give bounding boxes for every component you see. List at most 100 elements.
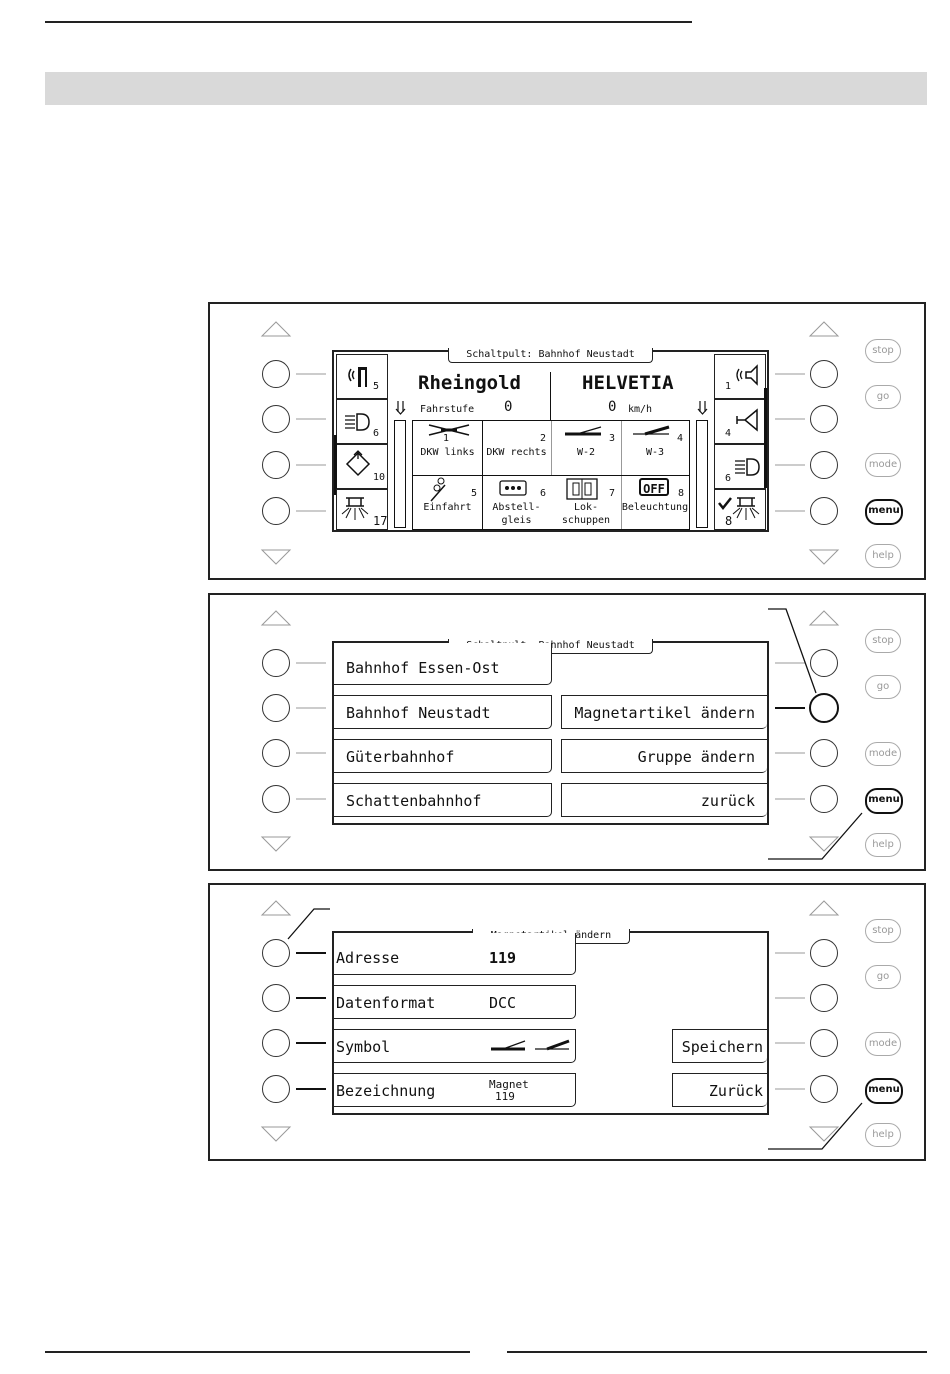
field-bezeichnung[interactable]: Bezeichnung Magnet 119 xyxy=(334,1073,576,1107)
switch-cell-7[interactable]: 7 Lok- schuppen xyxy=(551,475,621,529)
go-button[interactable]: go xyxy=(865,965,901,989)
softkey-right-4[interactable] xyxy=(810,785,838,813)
switch-cell-5[interactable]: 5 Einfahrt xyxy=(413,475,482,529)
softkey-left-1[interactable] xyxy=(262,939,290,967)
menu-item-bahnhof-neustadt[interactable]: Bahnhof Neustadt xyxy=(334,695,552,729)
switch-cell-1[interactable]: 1 DKW links xyxy=(413,421,482,475)
function-number: 1 xyxy=(725,381,732,392)
device-panel-2: stop go mode menu help Schaltpult: Bahnh… xyxy=(208,593,926,871)
field-value-line-1: Magnet xyxy=(489,1078,529,1091)
softkey-left-2[interactable] xyxy=(262,984,290,1012)
switch-cell-3[interactable]: 3 W-2 xyxy=(551,421,621,475)
help-button[interactable]: help xyxy=(865,544,901,568)
softkey-right-3[interactable] xyxy=(810,739,838,767)
signal-icon xyxy=(348,367,367,387)
softkey-right-1[interactable] xyxy=(810,649,838,677)
headlight-icon xyxy=(735,458,760,476)
softkey-right-2[interactable] xyxy=(810,984,838,1012)
softkey-left-3[interactable] xyxy=(262,739,290,767)
stop-button[interactable]: stop xyxy=(865,919,901,943)
softkey-right-2[interactable] xyxy=(810,405,838,433)
menu-button[interactable]: menu xyxy=(865,1078,903,1104)
switch-grid: 1 DKW links 2 DKW rechts 3 W-2 4 W-3 xyxy=(412,420,690,530)
softkey-right-3[interactable] xyxy=(810,451,838,479)
softkey-left-4[interactable] xyxy=(262,497,290,525)
function-button-left-2[interactable]: 6 xyxy=(336,399,388,444)
field-value-line-2: 119 xyxy=(495,1090,515,1103)
gruppe-aendern-button[interactable]: Gruppe ändern xyxy=(561,739,767,773)
function-number: 4 xyxy=(725,428,732,439)
function-number: 5 xyxy=(373,381,380,392)
softkey-left-2[interactable] xyxy=(262,405,290,433)
menu-button[interactable]: menu xyxy=(865,499,903,525)
zurueck-button[interactable]: Zurück xyxy=(672,1073,767,1107)
softkey-right-3[interactable] xyxy=(810,1029,838,1057)
function-number: 10 xyxy=(373,472,386,483)
off-badge: OFF xyxy=(639,478,669,496)
field-symbol[interactable]: Symbol xyxy=(334,1029,576,1063)
field-value: 119 xyxy=(489,949,517,967)
softkey-left-4[interactable] xyxy=(262,785,290,813)
switch-cell-4[interactable]: 4 W-3 xyxy=(621,421,689,475)
arrow-down-icon xyxy=(395,401,406,415)
softkey-left-3[interactable] xyxy=(262,451,290,479)
softkey-right-1[interactable] xyxy=(810,360,838,388)
magnetartikel-aendern-button[interactable]: Magnetartikel ändern xyxy=(561,695,767,729)
softkey-left-2[interactable] xyxy=(262,694,290,722)
function-number: 6 xyxy=(725,473,732,484)
function-button-left-3[interactable]: 10 xyxy=(334,435,388,495)
help-button[interactable]: help xyxy=(865,833,901,857)
menu-item-gueterbahnhof[interactable]: Güterbahnhof xyxy=(334,739,552,773)
function-button-right-2[interactable]: 4 xyxy=(714,399,766,444)
softkey-left-3[interactable] xyxy=(262,1029,290,1057)
section-heading-band xyxy=(45,72,927,105)
header-rule xyxy=(45,21,692,23)
field-adresse[interactable]: Adresse 119 xyxy=(334,933,576,975)
double-slip-switch-icon xyxy=(428,424,470,436)
speed-bar-right xyxy=(696,420,708,528)
turnout-symbols-icon xyxy=(491,1039,570,1051)
stop-button[interactable]: stop xyxy=(865,339,901,363)
function-button-right-4[interactable]: 8 xyxy=(714,489,766,530)
help-button[interactable]: help xyxy=(865,1123,901,1147)
menu-button[interactable]: menu xyxy=(865,788,903,814)
switch-cell-2[interactable]: 2 DKW rechts xyxy=(486,433,547,458)
softkey-left-1[interactable] xyxy=(262,360,290,388)
switch-cell-8[interactable]: OFF 8 Beleuchtung xyxy=(621,475,689,529)
softkey-right-4[interactable] xyxy=(810,497,838,525)
switch-cell-6[interactable]: 6 Abstell- gleis xyxy=(482,475,551,529)
go-button[interactable]: go xyxy=(865,385,901,409)
footer-rule-left xyxy=(45,1351,470,1353)
mode-button[interactable]: mode xyxy=(865,742,901,766)
softkey-left-1[interactable] xyxy=(262,649,290,677)
speed-bar-left xyxy=(394,420,406,528)
loco-name-left: Rheingold xyxy=(418,372,521,394)
mode-button[interactable]: mode xyxy=(865,453,901,477)
arrow-down-icon xyxy=(697,401,708,415)
menu-item-bahnhof-essen-ost[interactable]: Bahnhof Essen-Ost xyxy=(334,643,552,685)
stop-button[interactable]: stop xyxy=(865,629,901,653)
softkey-right-1[interactable] xyxy=(810,939,838,967)
headlight-icon xyxy=(345,413,370,431)
zurueck-button[interactable]: zurück xyxy=(561,783,767,817)
speed-step-value: 0 xyxy=(504,399,513,415)
softkey-right-4[interactable] xyxy=(810,1075,838,1103)
loco-name-right: HELVETIA xyxy=(582,372,674,394)
lcd-screen-3: Magnetartikel ändern Adresse 119 Datenfo… xyxy=(332,929,769,1115)
field-datenformat[interactable]: Datenformat DCC xyxy=(334,985,576,1019)
checkmark-icon xyxy=(718,497,732,510)
function-button-left-4[interactable]: 17 xyxy=(336,489,388,530)
menu-item-schattenbahnhof[interactable]: Schattenbahnhof xyxy=(334,783,552,817)
softkey-left-4[interactable] xyxy=(262,1075,290,1103)
function-button-right-3[interactable]: 6 xyxy=(714,444,766,489)
scroll-indicator-right xyxy=(764,388,767,488)
loco-shed-icon xyxy=(566,478,598,500)
footer-rule-right xyxy=(507,1351,927,1353)
softkey-right-2[interactable] xyxy=(809,693,839,723)
speichern-button[interactable]: Speichern xyxy=(672,1029,767,1063)
mode-button[interactable]: mode xyxy=(865,1032,901,1056)
go-button[interactable]: go xyxy=(865,675,901,699)
function-button-right-1[interactable]: 1 xyxy=(714,354,766,399)
function-button-left-1[interactable]: 5 xyxy=(336,354,388,399)
function-number: 8 xyxy=(725,514,733,528)
